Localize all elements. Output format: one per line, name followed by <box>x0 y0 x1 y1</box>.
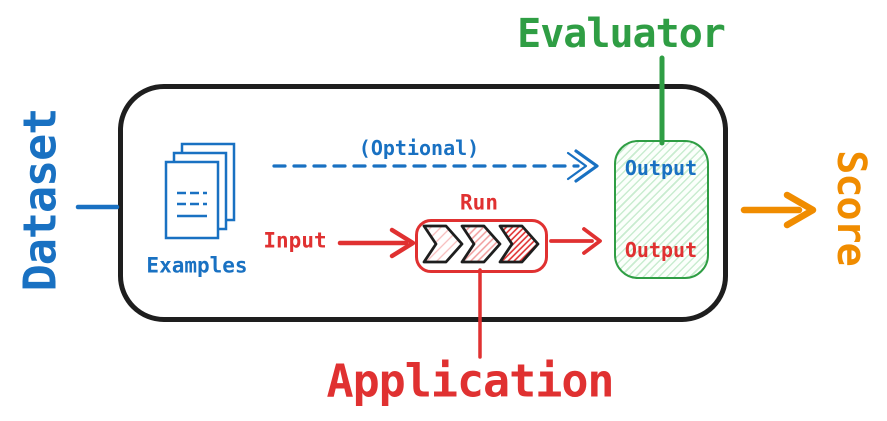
optional-label: (Optional) <box>358 136 480 160</box>
evaluator-output-reference-label: Output <box>624 156 698 180</box>
evaluator-output-box <box>614 140 709 279</box>
run-pipeline-box <box>415 219 548 273</box>
dataset-label: Dataset <box>13 108 67 292</box>
score-arrow <box>740 191 817 229</box>
input-label: Input <box>263 228 327 253</box>
run-label: Run <box>460 190 498 215</box>
examples-label: Examples <box>146 253 248 278</box>
evaluator-label: Evaluator <box>517 11 726 57</box>
application-label: Application <box>326 354 614 408</box>
score-label: Score <box>828 150 874 266</box>
application-output-label: Output <box>624 238 698 262</box>
